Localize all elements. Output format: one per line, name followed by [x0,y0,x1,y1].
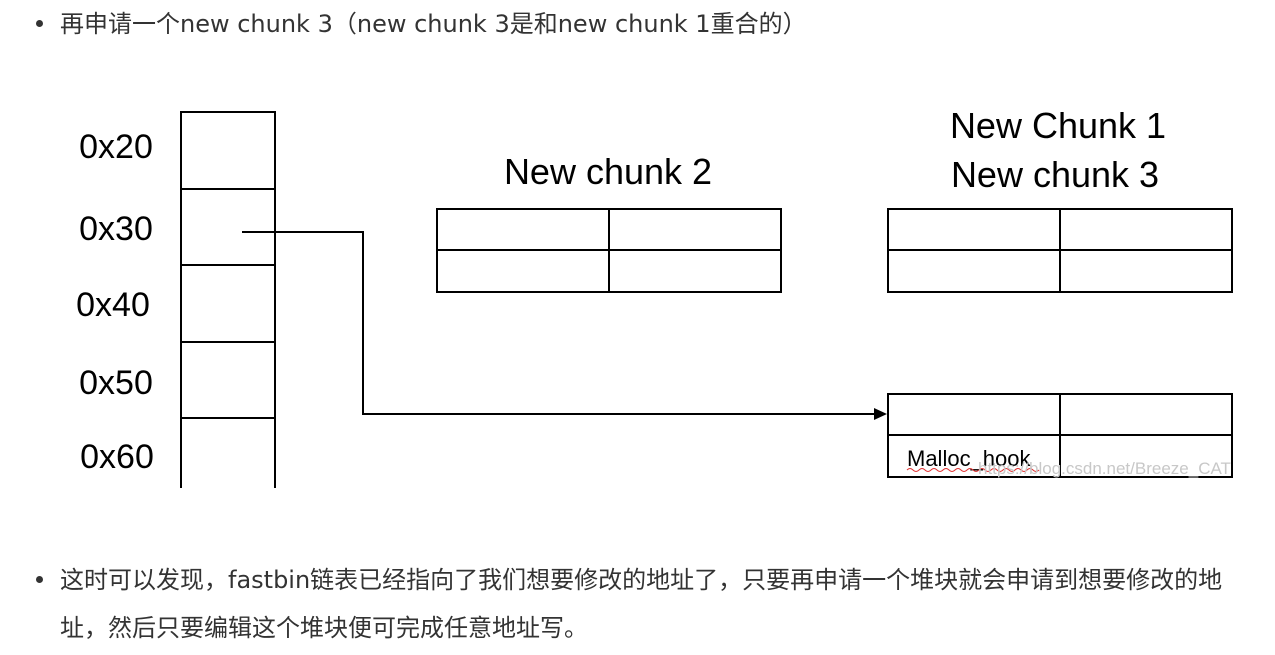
fastbin-slot-0x50 [180,341,276,419]
target-chunk-box [887,393,1233,478]
spellcheck-underline [906,468,1040,472]
arrow-head-icon [874,408,887,420]
chunk1-box [887,208,1233,293]
chunk1-label: New Chunk 1 [950,105,1166,146]
bullet-dot [36,20,43,27]
bullet-text: 再申请一个new chunk 3（new chunk 3是和new chunk … [60,10,807,38]
fastbin-slot-0x30 [180,188,276,266]
bullet-dot [36,576,43,583]
fastbin-array [180,111,276,488]
fastbin-label-0x30: 0x30 [79,210,153,248]
bullet-item-2: 这时可以发现，fastbin链表已经指向了我们想要修改的地址了，只要再申请一个堆… [36,556,1246,652]
fastbin-label-0x60: 0x60 [80,438,154,476]
chunk2-label: New chunk 2 [504,151,712,192]
fastbin-slot-0x20 [180,111,276,190]
fastbin-pointer-line [242,231,876,415]
fastbin-label-0x20: 0x20 [79,128,153,166]
bullet-item-1: 再申请一个new chunk 3（new chunk 3是和new chunk … [36,0,1246,48]
fastbin-label-0x40: 0x40 [76,286,150,324]
fastbin-slot-0x60 [180,417,276,488]
malloc-hook-label: Malloc_hook [907,446,1032,471]
fastbin-slot-0x40 [180,264,276,343]
chunk3-label: New chunk 3 [951,154,1159,195]
chunk2-box [436,208,782,293]
bullet-text: 这时可以发现，fastbin链表已经指向了我们想要修改的地址了，只要再申请一个堆… [60,566,1223,642]
fastbin-label-0x50: 0x50 [79,364,153,402]
fastbin-diagram: 0x20 0x30 0x40 0x50 0x60 New chunk 2 New… [76,105,1233,488]
fastbin-labels: 0x20 0x30 0x40 0x50 0x60 [76,128,154,476]
watermark: https://blog.csdn.net/Breeze_CAT [978,459,1231,478]
